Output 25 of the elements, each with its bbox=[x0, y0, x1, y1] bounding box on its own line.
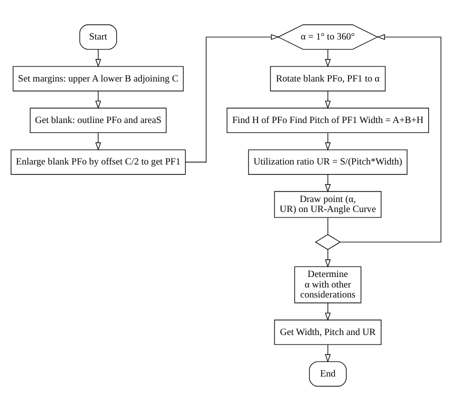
arrow bbox=[324, 90, 331, 108]
node-box: Get blank: outline PFo and areaS bbox=[30, 107, 167, 133]
node-box: Find H of PFo Find Pitch of PF1 Width = A+B+H bbox=[226, 107, 429, 133]
node-box: Get Width, Pitch and UR bbox=[274, 319, 382, 344]
arrow bbox=[185, 34, 280, 162]
node-box: Enlarge blank PFo by offset C/2 to get PF1 bbox=[10, 148, 186, 174]
arrow bbox=[324, 248, 331, 268]
arrow bbox=[340, 34, 442, 242]
arrow bbox=[324, 48, 331, 67]
node-box: Determine α with other considerations bbox=[294, 266, 362, 303]
arrow bbox=[324, 174, 331, 192]
arrow bbox=[95, 48, 102, 67]
node-box: Start bbox=[79, 24, 117, 50]
connector bbox=[327, 216, 328, 234]
node-box: Rotate blank PFo, PF1 to α bbox=[270, 66, 386, 91]
arrow bbox=[95, 90, 102, 108]
arrow bbox=[324, 132, 331, 150]
node-box: Set margins: upper A lower B adjoining C bbox=[12, 66, 184, 91]
arrow bbox=[324, 344, 331, 362]
arrow bbox=[324, 302, 331, 320]
node-box: Utilization ratio UR = S/(Pitch*Width) bbox=[248, 148, 408, 174]
node-box: End bbox=[309, 360, 347, 386]
node-box: Draw point (α, UR) on UR-Angle Curve bbox=[274, 190, 382, 218]
node-diamond bbox=[314, 234, 341, 250]
arrow bbox=[95, 132, 102, 150]
